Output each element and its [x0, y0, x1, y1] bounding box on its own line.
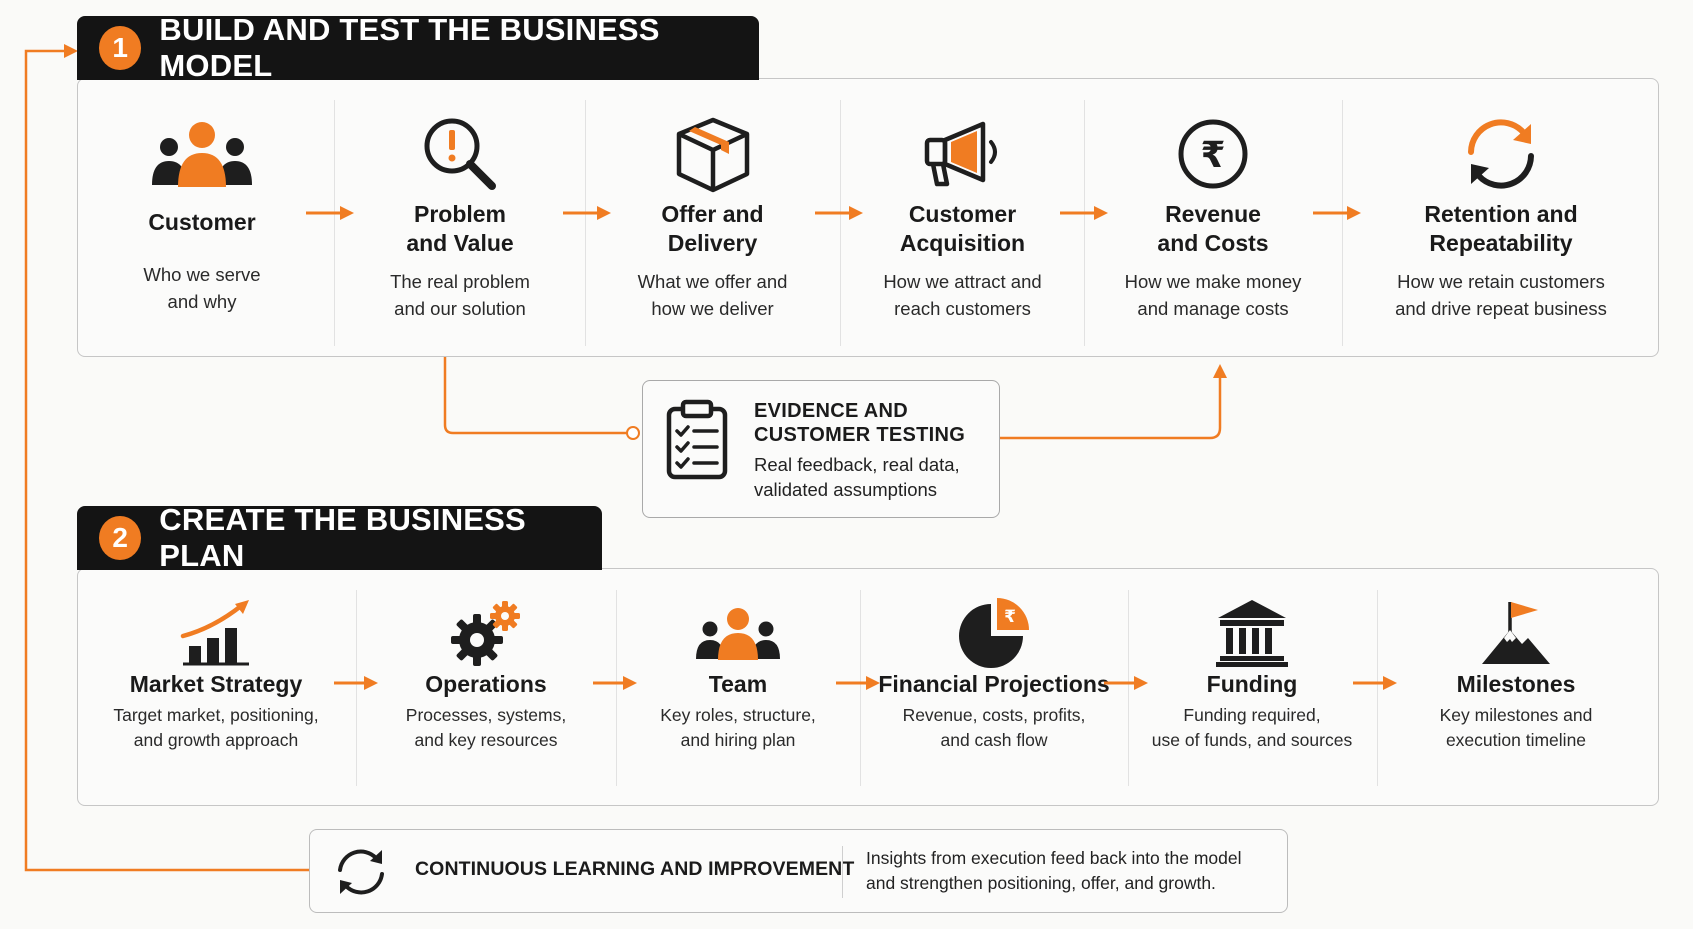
section2-number-badge: 2: [99, 516, 142, 560]
gears-icon: [370, 596, 602, 670]
clipboard-checklist-icon: [665, 399, 729, 486]
continuous-cycle-icon: [334, 846, 388, 903]
step-title: Offer and Delivery: [661, 201, 764, 256]
problem-magnifier-icon: [350, 108, 570, 200]
continuous-learning-box: CONTINUOUS LEARNING AND IMPROVEMENT Insi…: [309, 829, 1288, 913]
continuous-description-line: and strengthen positioning, offer, and g…: [866, 873, 1216, 893]
evidence-description-line: validated assumptions: [754, 479, 938, 500]
refresh-cycle-icon: [1356, 108, 1646, 200]
step-team: Team Key roles, structure, and hiring pl…: [630, 596, 846, 753]
continuous-description-line: Insights from execution feed back into t…: [866, 848, 1242, 868]
step-title: Problem and Value: [406, 201, 514, 256]
feedback-loop-arrowhead: [64, 44, 78, 58]
step-description: Target market, positioning, and growth a…: [113, 705, 319, 750]
step-description: How we make money and manage costs: [1124, 271, 1302, 319]
growth-chart-icon: [100, 596, 332, 670]
section1-title: BUILD AND TEST THE BUSINESS MODEL: [159, 12, 660, 83]
step-description: Funding required, use of funds, and sour…: [1151, 705, 1353, 750]
section1-divider: [1084, 100, 1085, 346]
step-description: Who we serve and why: [143, 264, 261, 312]
step-problem-value: Problem and Value The real problem and o…: [350, 108, 570, 322]
continuous-separator: [842, 846, 843, 898]
evidence-title-line: EVIDENCE AND: [754, 400, 908, 422]
step-offer-delivery: Offer and Delivery What we offer and how…: [600, 108, 825, 322]
megaphone-icon: [855, 108, 1070, 200]
evidence-title-line: CUSTOMER TESTING: [754, 424, 966, 446]
bank-building-icon: [1136, 596, 1368, 670]
evidence-description-line: Real feedback, real data,: [754, 454, 960, 475]
step-market-strategy: Market Strategy Target market, positioni…: [100, 596, 332, 753]
step-title: Retention and Repeatability: [1424, 201, 1578, 256]
step-customer-acquisition: Customer Acquisition How we attract and …: [855, 108, 1070, 322]
section1-divider: [840, 100, 841, 346]
step-funding: Funding Funding required, use of funds, …: [1136, 596, 1368, 753]
section2-divider: [860, 590, 861, 786]
step-title: Financial Projections: [878, 671, 1110, 697]
step-title: Operations: [425, 671, 547, 697]
evidence-description: Real feedback, real data, validated assu…: [754, 452, 960, 502]
section1-header: 1 BUILD AND TEST THE BUSINESS MODEL: [77, 12, 759, 83]
section1-divider: [1342, 100, 1343, 346]
evidence-output-arrowhead: [1213, 364, 1227, 378]
step-title: Customer: [148, 209, 256, 235]
continuous-description: Insights from execution feed back into t…: [866, 846, 1242, 896]
step-description: Revenue, costs, profits, and cash flow: [902, 705, 1086, 750]
section2-divider: [1377, 590, 1378, 786]
delivery-box-icon: [600, 108, 825, 200]
evidence-title: EVIDENCE AND CUSTOMER TESTING: [754, 399, 965, 447]
evidence-input-line: [443, 355, 630, 435]
evidence-box: EVIDENCE AND CUSTOMER TESTING Real feedb…: [642, 380, 1000, 518]
step-description: The real problem and our solution: [390, 271, 530, 319]
step-milestones: Milestones Key milestones and execution …: [1390, 596, 1642, 753]
step-title: Funding: [1206, 671, 1298, 697]
step-operations: Operations Processes, systems, and key r…: [370, 596, 602, 753]
section2-title: CREATE THE BUSINESS PLAN: [159, 502, 526, 573]
step-description: How we retain customers and drive repeat…: [1395, 271, 1607, 319]
svg-text:₹: ₹: [1200, 135, 1225, 176]
rupee-coin-icon: ₹: [1098, 108, 1328, 200]
step-description: Key roles, structure, and hiring plan: [660, 705, 816, 750]
step-customer: Customer Who we serve and why: [100, 108, 304, 315]
evidence-input-node: [626, 426, 640, 440]
team-icon: [630, 596, 846, 670]
svg-text:₹: ₹: [1004, 607, 1016, 627]
step-retention-repeatability: Retention and Repeatability How we retai…: [1356, 108, 1646, 322]
feedback-loop-line: [24, 49, 309, 872]
step-financial-projections: ₹ Financial Projections Revenue, costs, …: [870, 596, 1118, 753]
step-title: Team: [708, 671, 768, 697]
section1-divider: [334, 100, 335, 346]
section1-number-badge: 1: [99, 26, 142, 70]
step-title: Milestones: [1456, 671, 1576, 697]
section2-divider: [616, 590, 617, 786]
section2-divider: [356, 590, 357, 786]
evidence-output-line: [1000, 374, 1222, 440]
step-title: Customer Acquisition: [899, 201, 1026, 256]
step-revenue-costs: ₹ Revenue and Costs How we make money an…: [1098, 108, 1328, 322]
pie-chart-rupee-icon: ₹: [870, 596, 1118, 670]
section2-divider: [1128, 590, 1129, 786]
section1-divider: [585, 100, 586, 346]
step-description: How we attract and reach customers: [883, 271, 1042, 319]
continuous-title: CONTINUOUS LEARNING AND IMPROVEMENT: [415, 858, 855, 880]
mountain-flag-icon: [1390, 596, 1642, 670]
section2-header: 2 CREATE THE BUSINESS PLAN: [77, 502, 602, 573]
step-description: Processes, systems, and key resources: [405, 705, 567, 750]
step-title: Market Strategy: [129, 671, 303, 697]
customer-group-icon: [100, 108, 304, 200]
step-title: Revenue and Costs: [1157, 201, 1269, 256]
step-description: What we offer and how we deliver: [637, 271, 788, 319]
step-description: Key milestones and execution timeline: [1439, 705, 1593, 750]
